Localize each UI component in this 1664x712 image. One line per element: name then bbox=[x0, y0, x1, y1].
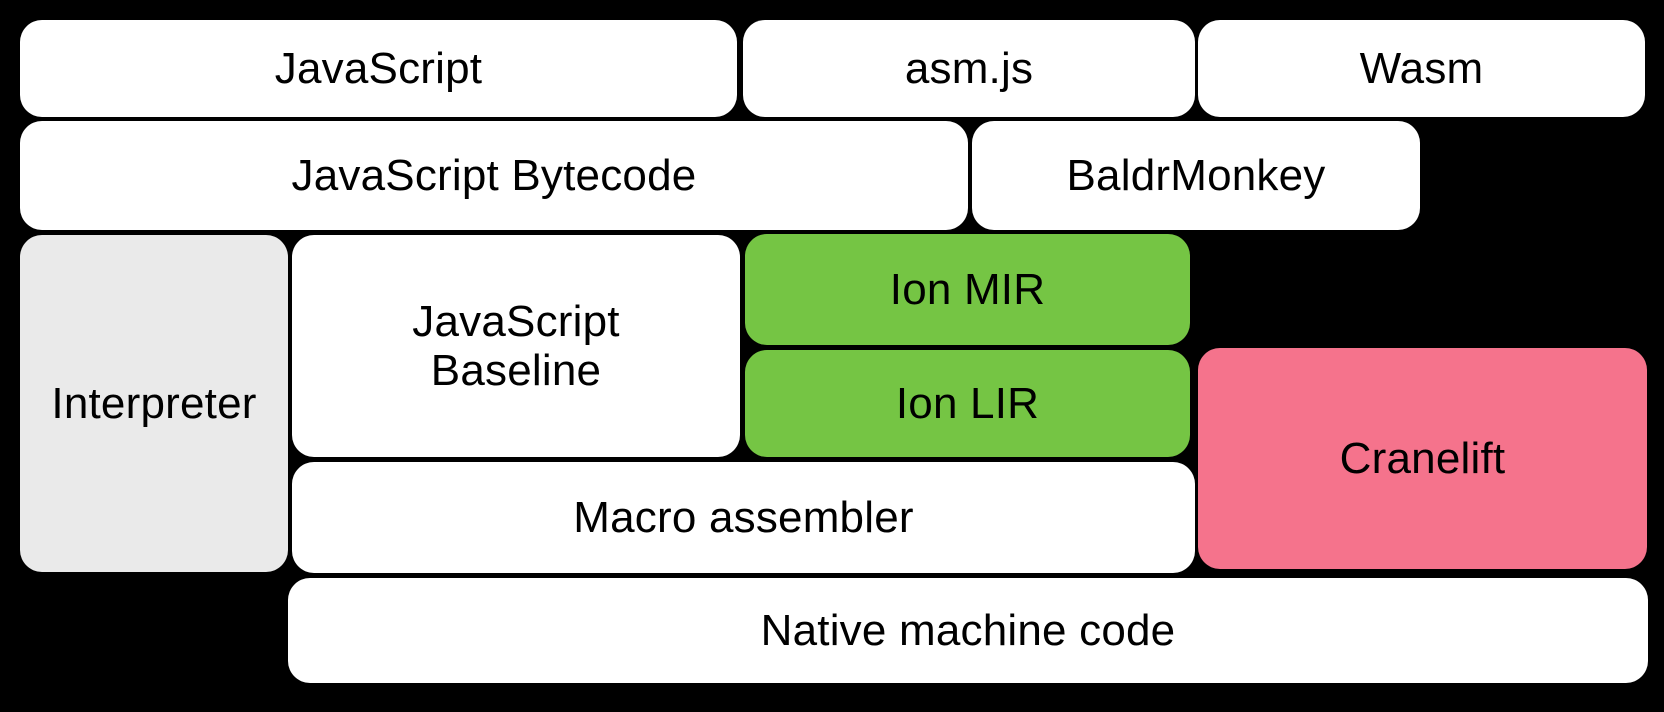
node-javascript[interactable]: JavaScript bbox=[20, 20, 737, 117]
node-macro-assembler[interactable]: Macro assembler bbox=[292, 462, 1195, 573]
node-cranelift[interactable]: Cranelift bbox=[1198, 348, 1647, 569]
node-interpreter[interactable]: Interpreter bbox=[20, 235, 288, 572]
node-native-machine-code[interactable]: Native machine code bbox=[288, 578, 1648, 683]
node-asmjs[interactable]: asm.js bbox=[743, 20, 1195, 117]
node-wasm[interactable]: Wasm bbox=[1198, 20, 1645, 117]
node-javascript-baseline[interactable]: JavaScript Baseline bbox=[292, 235, 740, 457]
node-ion-lir[interactable]: Ion LIR bbox=[745, 350, 1190, 457]
node-javascript-bytecode[interactable]: JavaScript Bytecode bbox=[20, 121, 968, 230]
node-ion-mir[interactable]: Ion MIR bbox=[745, 234, 1190, 345]
node-baldrmonkey[interactable]: BaldrMonkey bbox=[972, 121, 1420, 230]
